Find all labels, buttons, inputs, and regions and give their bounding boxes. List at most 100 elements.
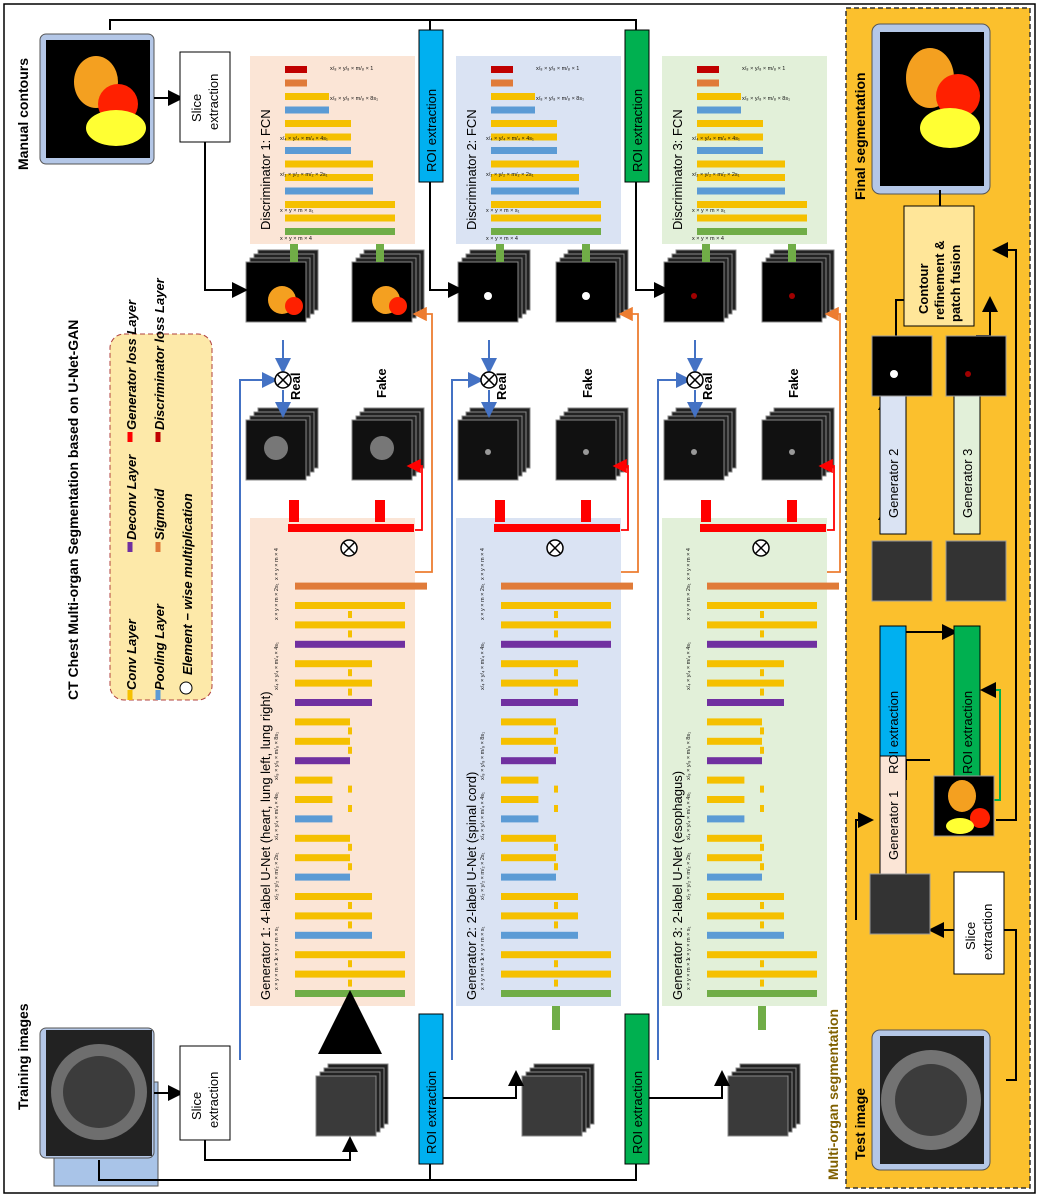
gen1-layer-conv bbox=[295, 718, 350, 726]
disc1-layer-conv bbox=[285, 133, 351, 141]
gen2-dim-1: x × y × m × s₁ bbox=[480, 926, 486, 960]
roi-box-top-1 bbox=[418, 29, 444, 183]
disc3-layer-disc_loss bbox=[697, 66, 719, 73]
disc1-layer-pool bbox=[285, 147, 351, 154]
slice-train-l1: Slice bbox=[189, 1092, 204, 1120]
fake-label-2: Fake bbox=[580, 368, 595, 398]
gen3-layer-input_bar bbox=[707, 990, 817, 997]
gen3-layer-conv bbox=[707, 912, 784, 920]
gen1-layer-conv bbox=[295, 912, 372, 920]
gen3-layer-conv bbox=[707, 602, 817, 609]
training-images bbox=[39, 1027, 159, 1187]
mask2-real-dot bbox=[484, 292, 492, 300]
gen2-layer-deconv bbox=[501, 757, 556, 765]
gen3-dim-5: x/₄ × y/₄ × m/₄ × 4s₁ bbox=[686, 642, 692, 690]
gen2-layer-pool bbox=[501, 873, 556, 881]
gen2-layer-conv bbox=[501, 893, 578, 900]
gen3-layer-conv bbox=[707, 893, 784, 900]
legend-disc-loss: Discriminator loss Layer bbox=[152, 277, 167, 430]
disc2-dim-3: x/₄ × y/₄ × m/₄ × 4s₁ bbox=[486, 136, 534, 142]
disc1-label: Discriminator 1: FCN bbox=[258, 109, 273, 230]
gen2-layer-conv bbox=[501, 854, 556, 862]
disc2-dim-5: x/₈ × y/₈ × m/₈ × 1 bbox=[536, 66, 579, 72]
gen2-layer-conv bbox=[501, 718, 556, 726]
gen3-input-stack bbox=[727, 1075, 789, 1137]
mask-5 bbox=[663, 261, 725, 323]
gen1-dim-6: x × y × m × 2s₁ bbox=[274, 583, 280, 620]
disc2-layer-input_bar bbox=[491, 228, 601, 235]
manual-contours bbox=[39, 33, 155, 165]
roi-label-2: ROI extraction bbox=[630, 1071, 645, 1154]
roi-label-4: ROI extraction bbox=[630, 89, 645, 172]
legend-sigmoid: Sigmoid bbox=[152, 488, 167, 540]
real-label-3: Real bbox=[700, 373, 715, 400]
outer-border bbox=[3, 3, 1036, 1194]
legend-conv: Conv Layer bbox=[124, 618, 139, 690]
roi-box-test-2 bbox=[953, 625, 981, 783]
gen2-dim-3: x/₄ × y/₄ × m/₄ × 4s₁ bbox=[480, 792, 486, 840]
training-label: Training images bbox=[15, 1003, 31, 1110]
roi-box-bottom-1 bbox=[418, 1013, 444, 1165]
gen1-layer-conv bbox=[295, 776, 333, 784]
test-mini-stacks bbox=[869, 335, 1007, 935]
gen1-input-stack bbox=[315, 1075, 377, 1137]
mask3-real-dot bbox=[691, 293, 697, 299]
gen2-layer-conv bbox=[501, 912, 578, 920]
disc3-dim-1: x × y × m × s₁ bbox=[692, 208, 726, 214]
gen2-dim-5: x/₄ × y/₄ × m/₄ × 4s₁ bbox=[480, 642, 486, 690]
gen2-input-stack bbox=[521, 1075, 583, 1137]
gen1-loss-bar bbox=[288, 524, 414, 532]
gen3-layer-deconv bbox=[707, 699, 784, 706]
legend-box bbox=[109, 333, 213, 701]
roi-label-1: ROI extraction bbox=[424, 1071, 439, 1154]
disc2-layer-conv bbox=[491, 120, 557, 127]
gen1-layer-conv bbox=[295, 834, 350, 842]
gen3-layer-conv bbox=[707, 834, 762, 842]
generator2-box bbox=[879, 393, 907, 535]
gen1-layer-conv bbox=[295, 737, 350, 745]
slice-train-l2: extraction bbox=[206, 1072, 221, 1128]
gen3-layer-conv bbox=[707, 737, 762, 745]
gen3-label: Generator 3: 2-label U-Net (esophagus) bbox=[670, 771, 685, 1000]
slice-manual-l1: Slice bbox=[189, 94, 204, 122]
prob3-fake-dot bbox=[789, 449, 795, 455]
disc3-layer-conv bbox=[697, 174, 785, 181]
gen3-layer-sigmoid bbox=[707, 582, 839, 590]
gen2-dim-in: x × y × m × 1 bbox=[480, 958, 486, 990]
roi-label-5: ROI extraction bbox=[886, 691, 901, 774]
gen1-dim-1: x × y × m × s₁ bbox=[274, 926, 280, 960]
legend-pool: Pooling Layer bbox=[152, 603, 167, 690]
disc3-dim-3: x/₄ × y/₄ × m/₄ × 4s₁ bbox=[692, 136, 740, 142]
disc2-label: Discriminator 2: FCN bbox=[464, 109, 479, 230]
gen2-dim-2: x/₂ × y/₂ × m/₂ × 2s₁ bbox=[480, 852, 486, 900]
gen3-dim-2: x/₂ × y/₂ × m/₂ × 2s₁ bbox=[686, 852, 692, 900]
disc3-layer-conv bbox=[697, 133, 763, 141]
disc3-layer-pool bbox=[697, 187, 785, 195]
gen3-layer-conv bbox=[707, 679, 784, 687]
prob3-real-dot bbox=[691, 449, 697, 455]
gen2-label: Generator 2: 2-label U-Net (spinal cord) bbox=[464, 772, 479, 1000]
test-label: Test image bbox=[852, 1088, 868, 1160]
gen3-layer-conv bbox=[707, 718, 762, 726]
gen3-layer-pool bbox=[707, 931, 784, 939]
legend-elementwise: Element − wise multiplication bbox=[180, 493, 195, 675]
gen2-layer-pool bbox=[501, 815, 539, 823]
legend-multiply-icon bbox=[179, 681, 193, 695]
disc2-layer-pool bbox=[491, 106, 535, 114]
gen1-layer-conv bbox=[295, 951, 405, 959]
prob1-fake-blob bbox=[370, 436, 394, 460]
manual-label: Manual contours bbox=[15, 58, 31, 170]
gen3-dim-1: x × y × m × s₁ bbox=[686, 926, 692, 960]
gen1-layer-conv bbox=[295, 602, 405, 609]
mask-3 bbox=[457, 261, 519, 323]
gen3-layer-pool bbox=[707, 873, 762, 881]
disc2-layer-conv bbox=[491, 214, 601, 222]
gen1-layer-deconv bbox=[295, 757, 350, 765]
disc1-layer-conv bbox=[285, 214, 395, 222]
gen2-layer-conv bbox=[501, 621, 611, 629]
gen2-layer-deconv bbox=[501, 640, 611, 648]
gen2-layer-conv bbox=[501, 796, 539, 803]
contour-fusion-box bbox=[903, 205, 975, 327]
final-label: Final segmentation bbox=[852, 72, 868, 200]
disc2-layer-conv bbox=[491, 201, 601, 208]
